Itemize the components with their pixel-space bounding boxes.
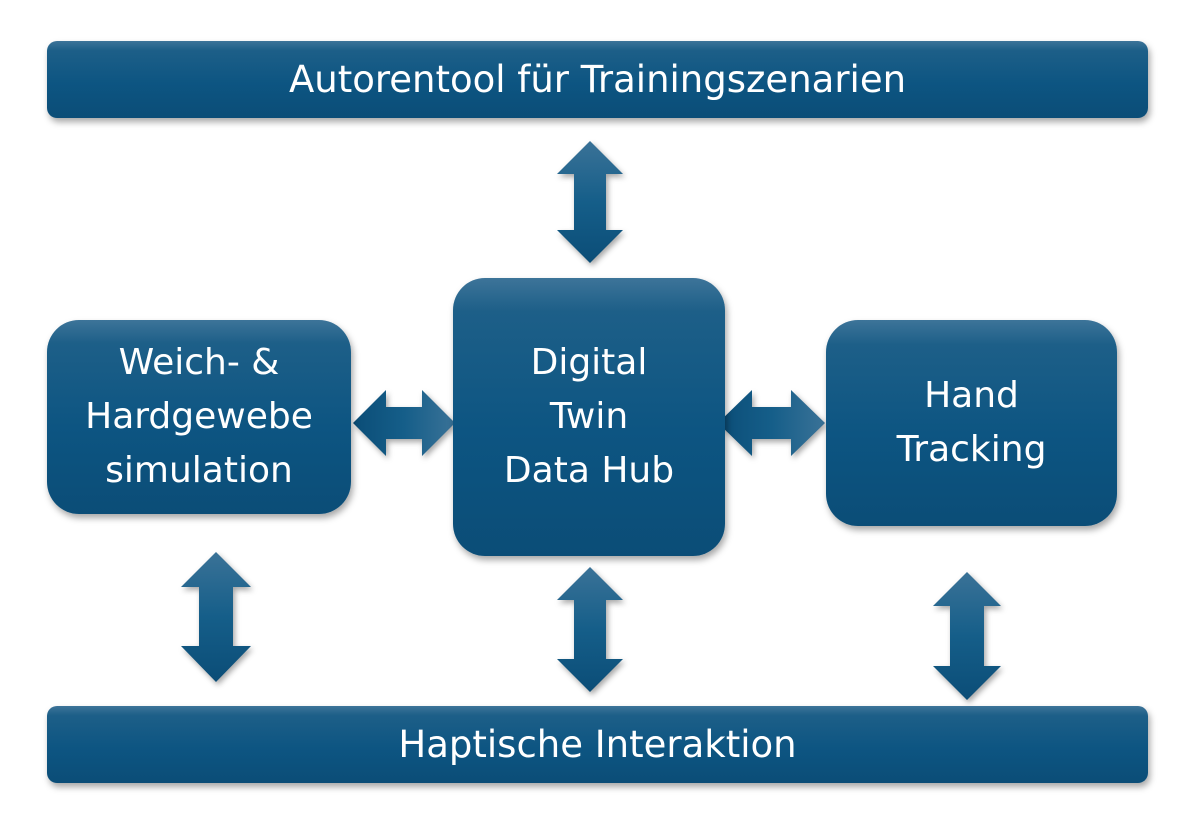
arrow-left-to-hub (353, 390, 455, 456)
tissue-simulation-line-2: Hardgewebe (85, 396, 313, 437)
tissue-simulation-line-1: Weich- & (118, 342, 280, 383)
digital-twin-line-2: Twin (549, 396, 629, 437)
hand-tracking-box: Hand Tracking (826, 320, 1117, 526)
digital-twin-line-3: Data Hub (503, 450, 675, 491)
digital-twin-line-1: Digital (530, 342, 648, 383)
digital-twin-hub-box: Digital Twin Data Hub (453, 278, 725, 556)
tissue-simulation-box: Weich- & Hardgewebe simulation (47, 320, 351, 514)
hand-tracking-line-2: Tracking (896, 429, 1047, 470)
arrow-hub-to-right (718, 390, 825, 456)
arrow-left-to-bottom (181, 552, 251, 682)
authoring-tool-bar: Autorentool für Trainingszenarien (47, 41, 1148, 118)
authoring-tool-label: Autorentool für Trainingszenarien (288, 58, 907, 101)
arrow-top-to-hub (557, 141, 623, 263)
haptic-interaction-label: Haptische Interaktion (398, 723, 797, 766)
hand-tracking-line-1: Hand (924, 375, 1019, 416)
tissue-simulation-line-3: simulation (105, 450, 293, 491)
arrow-right-to-bottom (933, 572, 1001, 700)
arrow-hub-to-bottom (557, 567, 623, 692)
haptic-interaction-bar: Haptische Interaktion (47, 706, 1148, 783)
